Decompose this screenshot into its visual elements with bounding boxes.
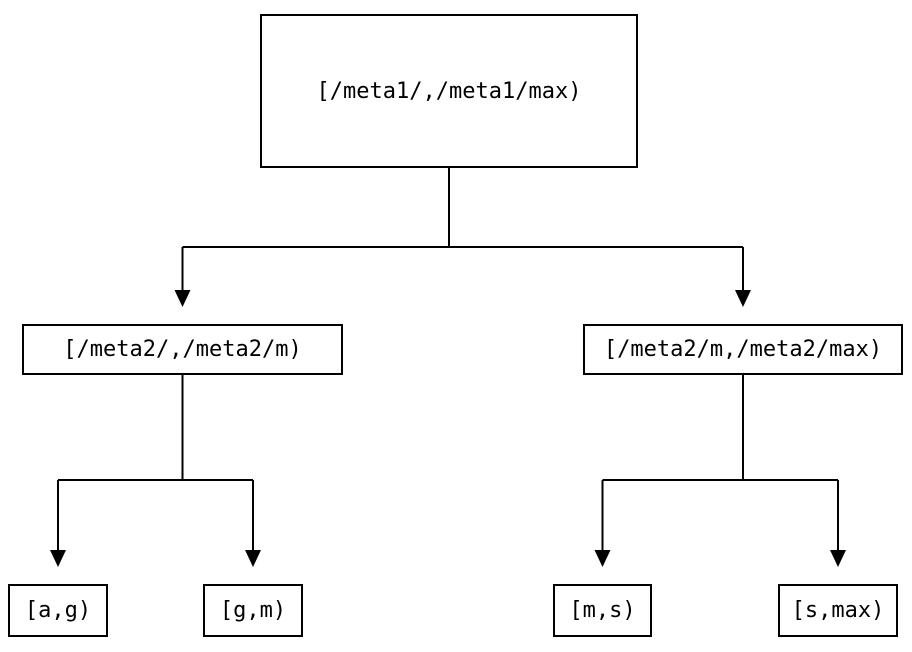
node-leaf-ms-label: [m,s) [569,598,636,623]
node-leaf-smax-label: [s,max) [791,598,885,623]
arrowhead-to-level2-right [735,290,751,307]
arrowhead-to-leaf-ms [594,550,611,567]
node-level2-right-label: [/meta2/m,/meta2/max) [603,337,883,362]
node-root-label: [/meta1/,/meta1/max) [316,78,582,104]
node-leaf-ag-label: [a,g) [24,598,92,623]
node-root: [/meta1/,/meta1/max) [260,14,638,168]
node-leaf-ms: [m,s) [553,584,652,637]
arrowhead-to-leaf-ag [50,550,66,567]
node-leaf-smax: [s,max) [778,584,898,637]
node-leaf-gm-label: [g,m) [219,598,287,623]
arrowhead-to-leaf-gm [245,550,261,567]
node-level2-right: [/meta2/m,/meta2/max) [583,324,903,375]
node-level2-left-label: [/meta2/,/meta2/m) [63,337,302,362]
node-leaf-gm: [g,m) [203,584,303,637]
arrowhead-to-level2-left [174,290,191,307]
arrowhead-to-leaf-smax [830,550,846,567]
node-leaf-ag: [a,g) [8,584,108,637]
node-level2-left: [/meta2/,/meta2/m) [22,324,343,375]
